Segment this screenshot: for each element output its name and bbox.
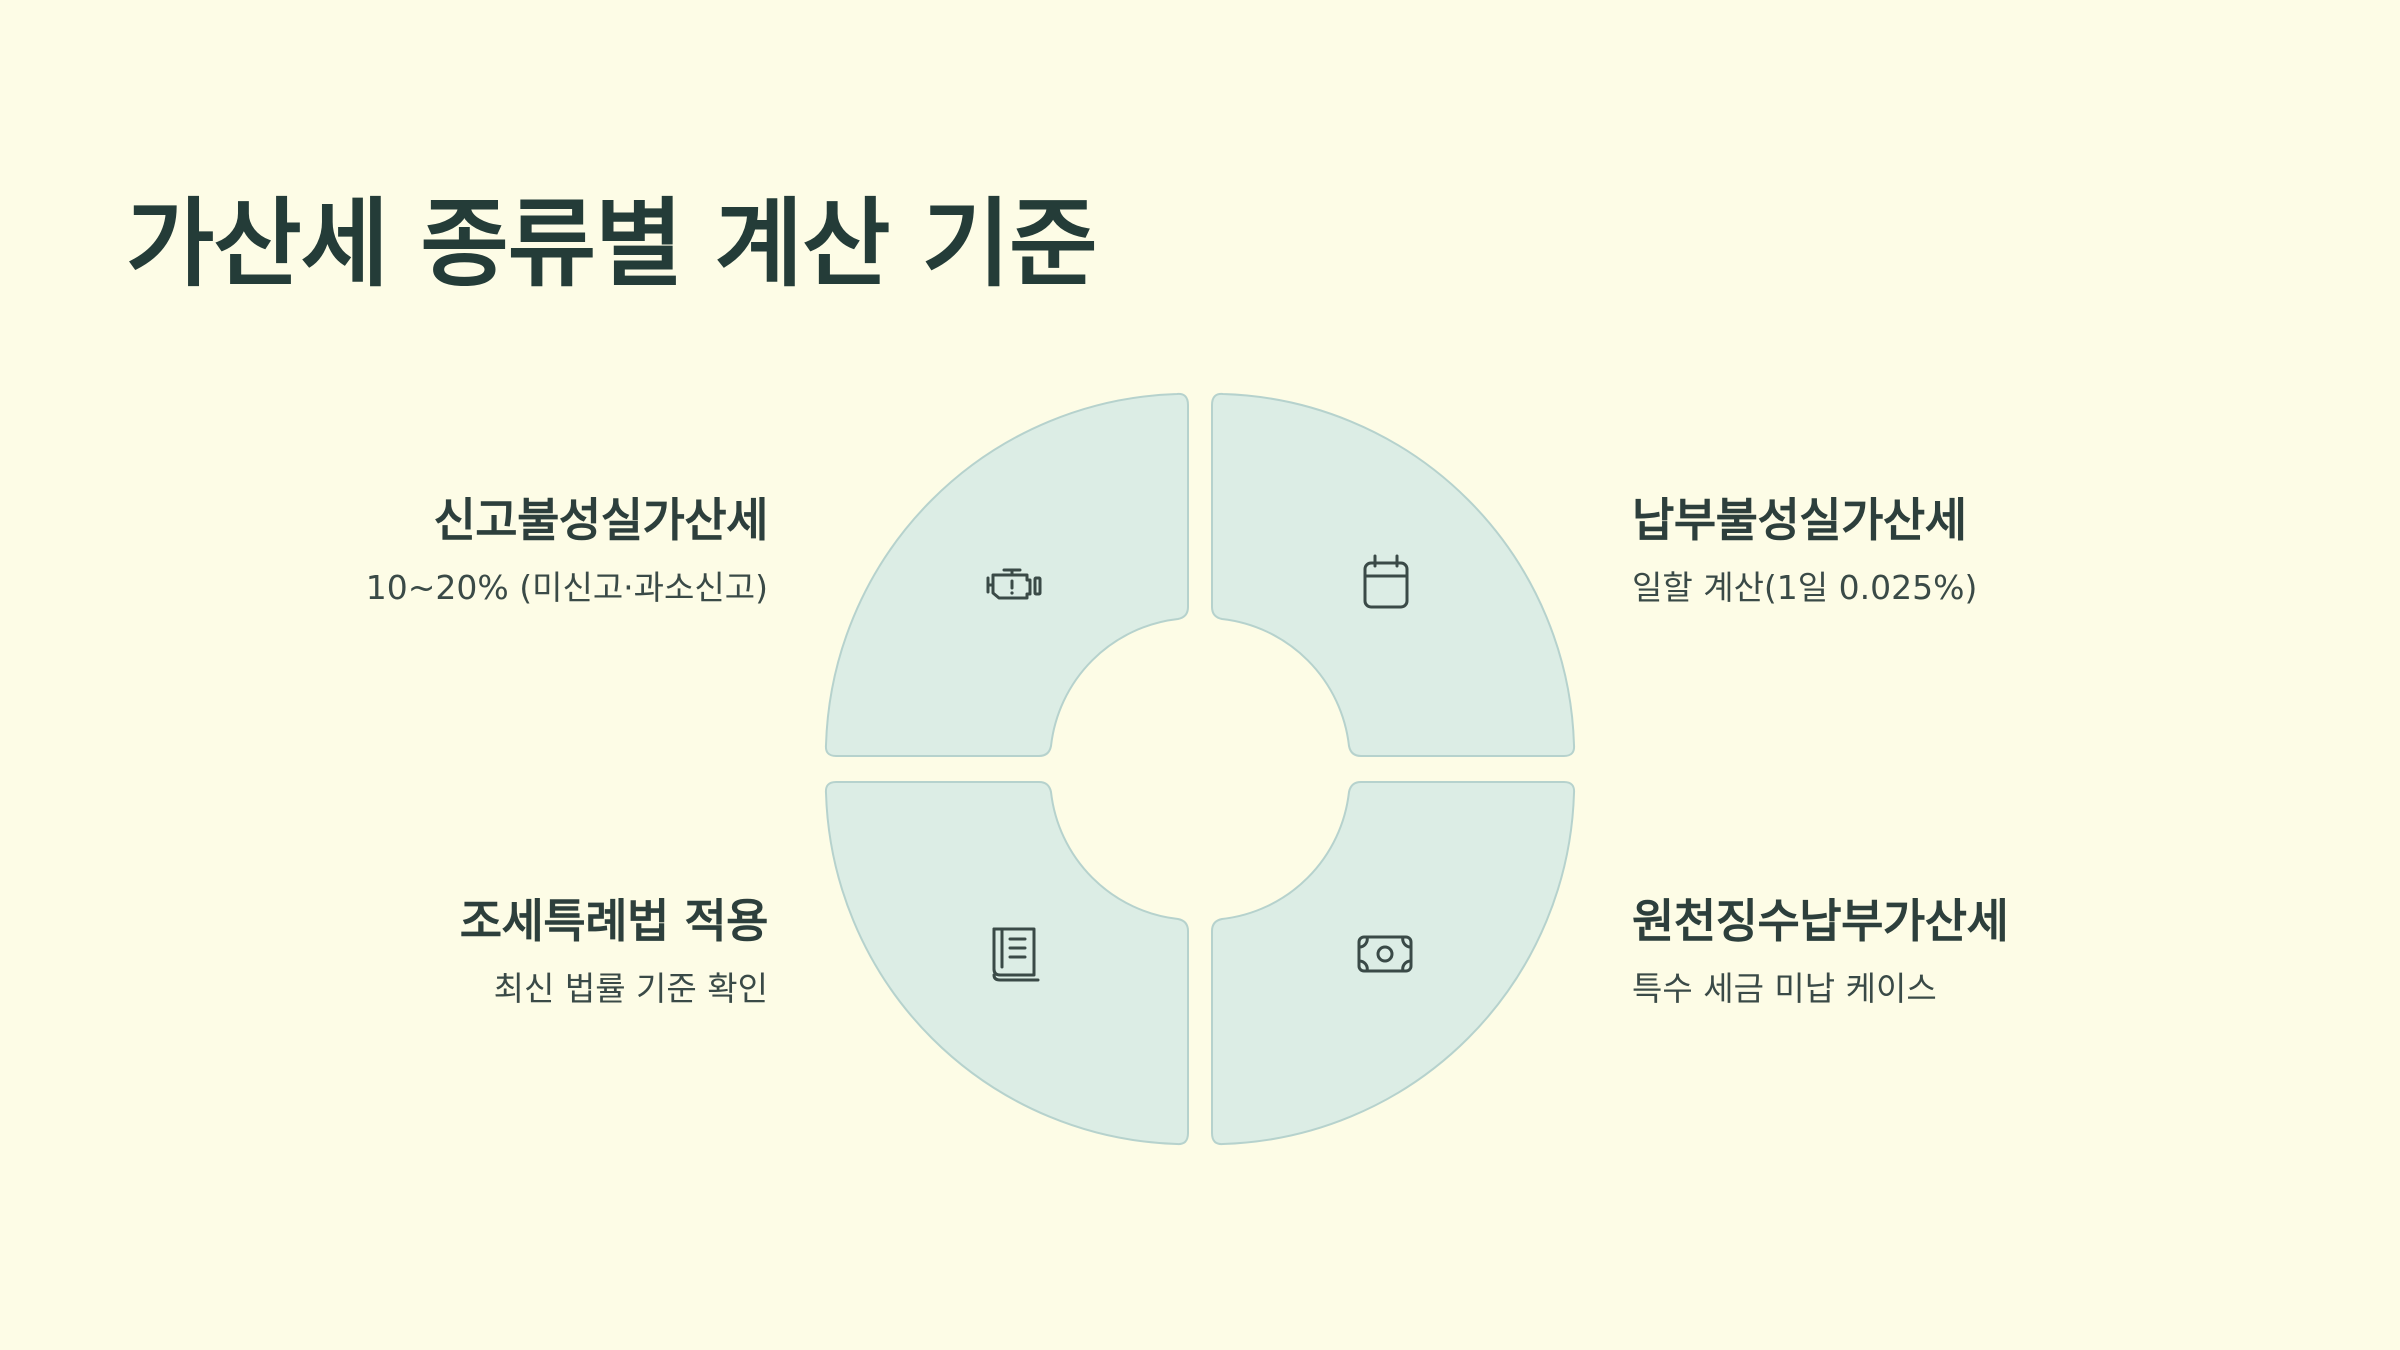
segment-description: 특수 세금 미납 케이스 [1632,969,1937,1008]
money-bill-icon [1357,935,1413,973]
page-title: 가산세 종류별 계산 기준 [126,188,1097,300]
segment-description: 10~20% (미신고·과소신고) [365,568,768,607]
segment-heading: 원천징수납부가산세 [1632,894,2009,948]
segment-label-top-left: 신고불성실가산세 10~20% (미신고·과소신고) [148,492,769,610]
segment-heading: 신고불성실가산세 [433,493,768,547]
segment-heading: 조세특례법 적용 [459,894,769,948]
segment-label-bottom-right: 원천징수납부가산세 특수 세금 미납 케이스 [1632,893,2252,1011]
segment-heading: 납부불성실가산세 [1632,493,1967,547]
segment-label-bottom-left: 조세특례법 적용 최신 법률 기준 확인 [148,893,769,1011]
segment-label-top-right: 납부불성실가산세 일할 계산(1일 0.025%) [1632,492,2252,610]
segment-bottom-left [824,781,1189,1146]
book-icon [992,927,1040,982]
segment-bottom-right [1211,781,1576,1146]
engine-warning-icon [986,568,1042,600]
segment-description: 최신 법률 기준 확인 [493,969,768,1008]
segment-description: 일할 계산(1일 0.025%) [1632,568,1978,607]
calendar-icon [1363,554,1409,609]
